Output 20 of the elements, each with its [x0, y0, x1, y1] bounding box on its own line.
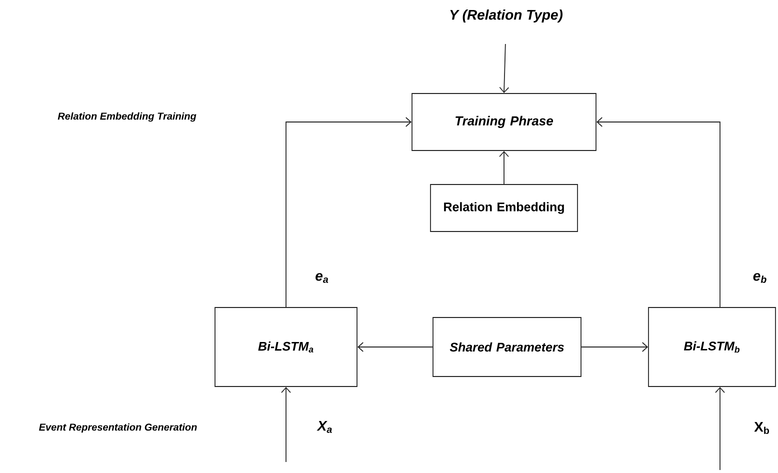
- process-box: Training Phrase: [412, 93, 596, 151]
- edge-label: e$_{a}$: [316, 273, 328, 283]
- edge-label: X$_{a}$: [316, 421, 332, 433]
- arrow: [499, 150, 509, 184]
- arrow: [581, 342, 648, 352]
- arrow: [715, 386, 725, 470]
- arrow: [499, 44, 510, 94]
- process-box: Bi-LSTM$_{b}$: [648, 307, 776, 387]
- arrow: [596, 117, 720, 308]
- section-label: Event Representation Generation: [39, 423, 197, 433]
- edge-label: X$_{b}$: [754, 422, 769, 434]
- section-label: Relation Embedding Training: [58, 112, 196, 122]
- process-box: Relation Embedding: [430, 184, 578, 232]
- process-box: Shared Parameters: [432, 317, 582, 377]
- process-box: Bi-LSTM$_{a}$: [214, 307, 358, 387]
- arrow: [286, 117, 412, 308]
- arrow: [357, 342, 433, 352]
- arrow: [281, 386, 291, 462]
- title-text: Y (Relation Type): [450, 9, 562, 23]
- edge-label: e$_{b}$: [753, 273, 766, 283]
